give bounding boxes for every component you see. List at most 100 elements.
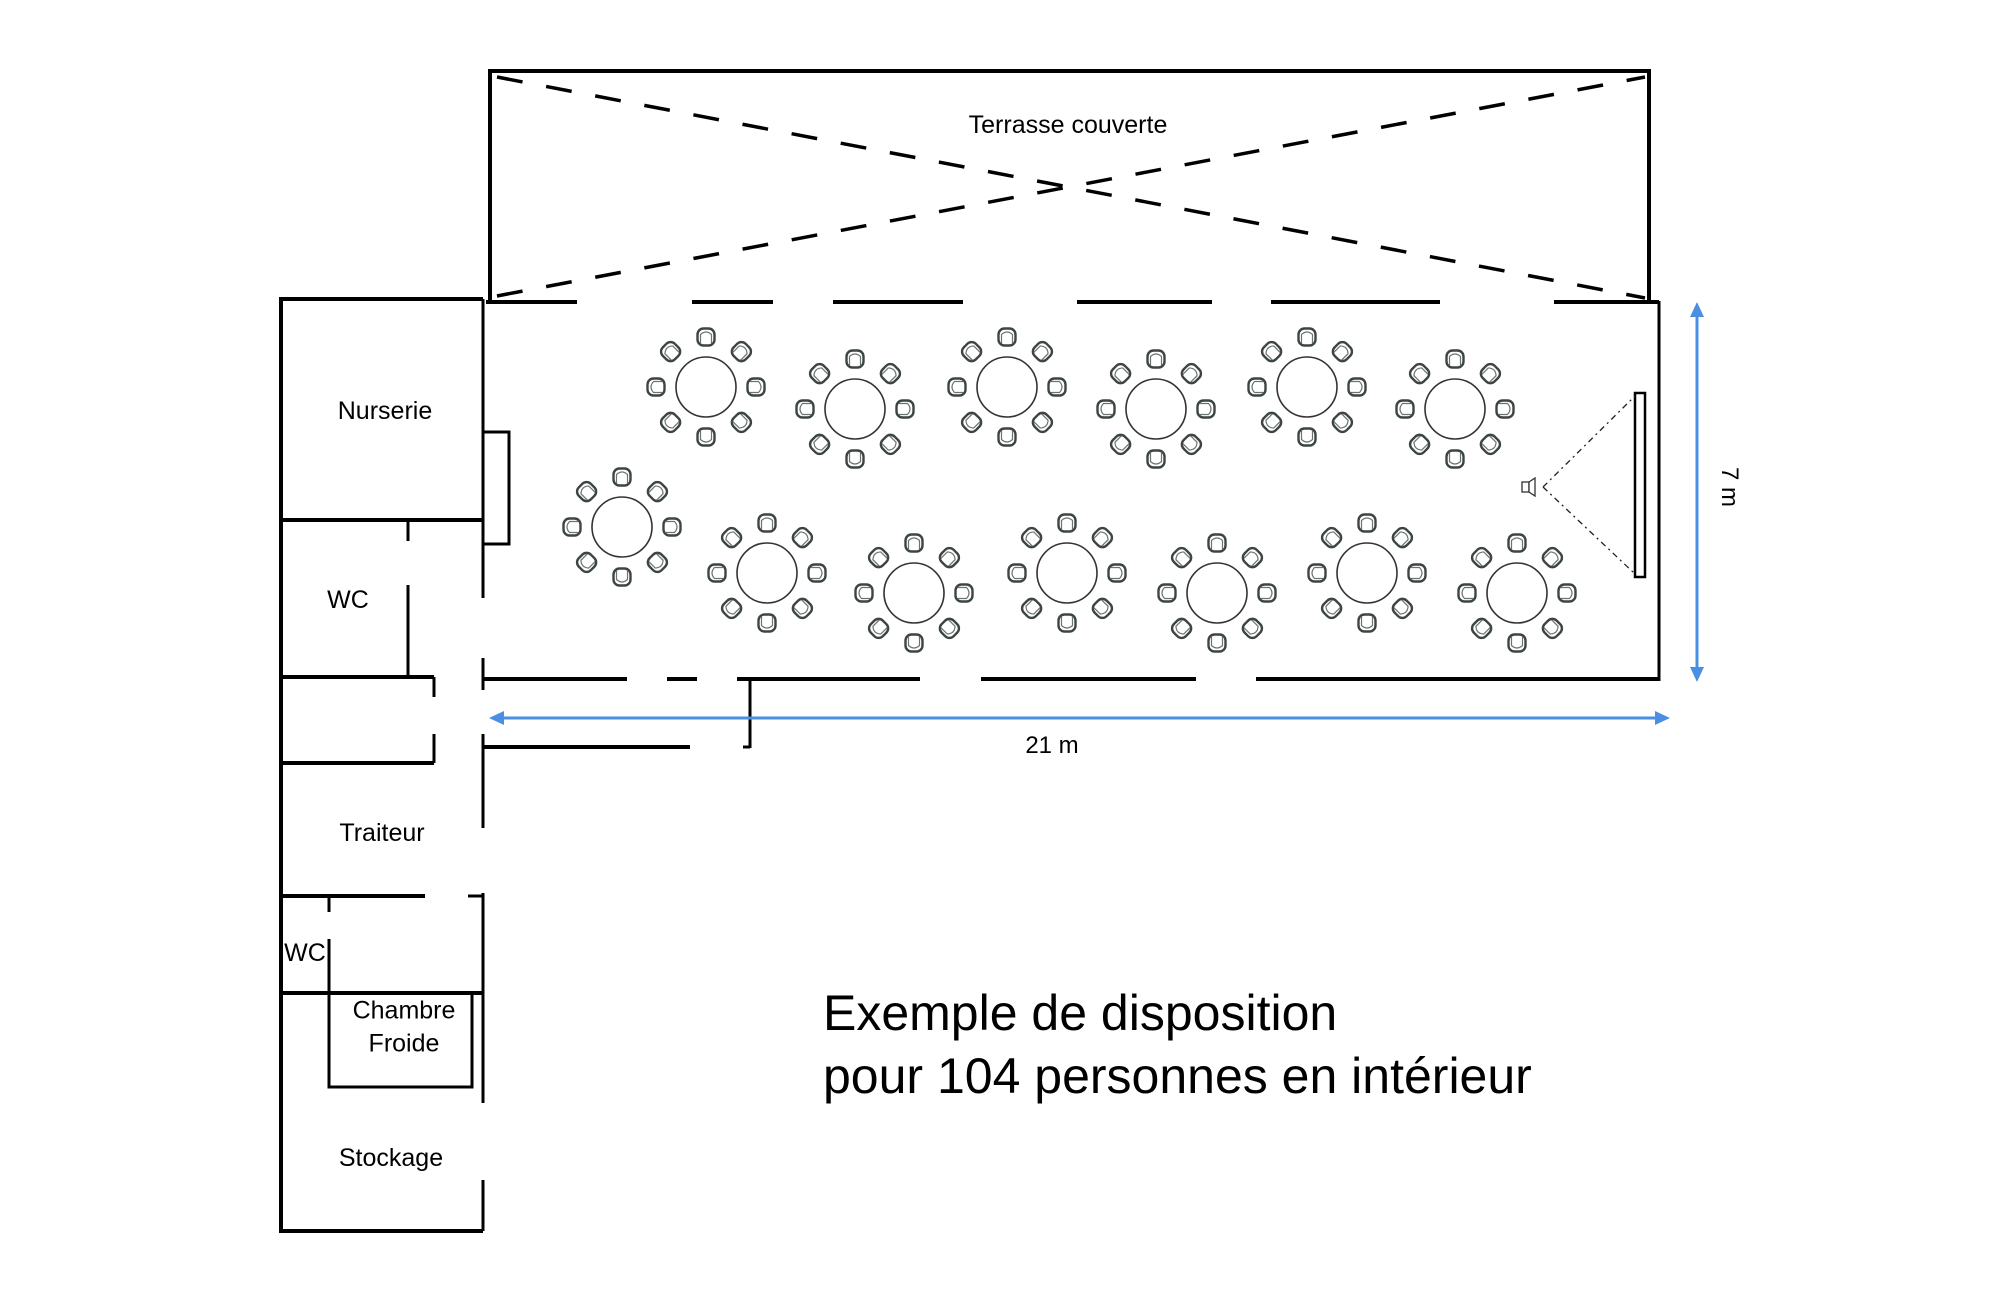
chair bbox=[795, 399, 815, 419]
arrowhead-bottom bbox=[1690, 667, 1704, 682]
chair bbox=[1445, 349, 1465, 369]
round-table bbox=[1157, 533, 1277, 653]
chair bbox=[646, 377, 666, 397]
chair bbox=[1470, 617, 1493, 640]
chair bbox=[1391, 597, 1414, 620]
round-table bbox=[646, 327, 766, 447]
terrace bbox=[488, 69, 1651, 300]
chair bbox=[997, 327, 1017, 347]
chair bbox=[895, 399, 915, 419]
table-top bbox=[1186, 562, 1248, 624]
round-table bbox=[1096, 349, 1216, 469]
wall-niche bbox=[483, 430, 511, 546]
chair bbox=[575, 480, 598, 503]
chair bbox=[1096, 399, 1116, 419]
chair bbox=[720, 597, 743, 620]
chair bbox=[1031, 411, 1054, 434]
main-hall bbox=[483, 300, 1661, 749]
chair bbox=[1391, 526, 1414, 549]
chair bbox=[867, 617, 890, 640]
chair bbox=[1047, 377, 1067, 397]
chair bbox=[646, 551, 669, 574]
cold-room-label-line2: Froide bbox=[368, 1029, 440, 1057]
arrowhead-right bbox=[1655, 711, 1670, 725]
chair bbox=[1408, 362, 1431, 385]
dimension-length bbox=[489, 711, 1670, 725]
round-table bbox=[854, 533, 974, 653]
chair bbox=[730, 411, 753, 434]
chair bbox=[659, 340, 682, 363]
projection-beam bbox=[1542, 486, 1636, 575]
catering-label: Traiteur bbox=[339, 818, 425, 847]
chair bbox=[1479, 362, 1502, 385]
chair bbox=[791, 597, 814, 620]
terrace-diagonal-1 bbox=[496, 75, 1646, 300]
dimension-width bbox=[1690, 302, 1704, 682]
chair bbox=[1541, 617, 1564, 640]
chair bbox=[662, 517, 682, 537]
chair bbox=[1260, 411, 1283, 434]
chair bbox=[1170, 546, 1193, 569]
chair bbox=[575, 551, 598, 574]
round-table bbox=[947, 327, 1067, 447]
chair bbox=[612, 467, 632, 487]
chair bbox=[1146, 349, 1166, 369]
width-label: 7 m bbox=[1716, 466, 1743, 508]
caption-line-1: Exemple de disposition bbox=[823, 985, 1338, 1041]
chair bbox=[1320, 526, 1343, 549]
chair bbox=[845, 349, 865, 369]
caption-line-2: pour 104 personnes en intérieur bbox=[823, 1048, 1532, 1104]
chair bbox=[1347, 377, 1367, 397]
wc-upper-label: WC bbox=[327, 585, 369, 614]
table-top bbox=[736, 542, 798, 604]
chair bbox=[1146, 449, 1166, 469]
chair bbox=[1107, 563, 1127, 583]
table-top bbox=[1125, 378, 1187, 440]
chair bbox=[757, 513, 777, 533]
chair bbox=[1557, 583, 1577, 603]
chair bbox=[1207, 633, 1227, 653]
chair bbox=[1457, 583, 1477, 603]
chair bbox=[1541, 546, 1564, 569]
chair bbox=[1196, 399, 1216, 419]
chair bbox=[1260, 340, 1283, 363]
cold-room-label-line1: Chambre bbox=[352, 996, 456, 1025]
table-top bbox=[1424, 378, 1486, 440]
chair bbox=[960, 411, 983, 434]
chair bbox=[791, 526, 814, 549]
chair bbox=[1479, 433, 1502, 456]
chair bbox=[1357, 513, 1377, 533]
round-table bbox=[795, 349, 915, 469]
table-top bbox=[883, 562, 945, 624]
chair bbox=[1331, 340, 1354, 363]
round-table bbox=[562, 467, 682, 587]
chair bbox=[720, 526, 743, 549]
arrowhead-top bbox=[1690, 302, 1704, 317]
chair bbox=[1297, 427, 1317, 447]
chair bbox=[1020, 526, 1043, 549]
chair bbox=[867, 546, 890, 569]
chair bbox=[1247, 377, 1267, 397]
chair bbox=[1297, 327, 1317, 347]
chair bbox=[757, 613, 777, 633]
chair bbox=[1470, 546, 1493, 569]
table-top bbox=[591, 496, 653, 558]
chair bbox=[1445, 449, 1465, 469]
chair bbox=[746, 377, 766, 397]
chair bbox=[1031, 340, 1054, 363]
chair bbox=[1020, 597, 1043, 620]
chair bbox=[707, 563, 727, 583]
plan-caption: Exemple de disposition pour 104 personne… bbox=[823, 982, 1532, 1108]
storage-label: Stockage bbox=[338, 1143, 444, 1172]
chair bbox=[808, 362, 831, 385]
arrowhead-left bbox=[489, 711, 504, 725]
chair bbox=[938, 546, 961, 569]
round-table bbox=[1007, 513, 1127, 633]
round-table bbox=[1395, 349, 1515, 469]
table-top bbox=[824, 378, 886, 440]
wc-lower-label: WC bbox=[284, 938, 326, 967]
chair bbox=[659, 411, 682, 434]
nursery-label: Nurserie bbox=[337, 396, 433, 425]
chair bbox=[1507, 533, 1527, 553]
